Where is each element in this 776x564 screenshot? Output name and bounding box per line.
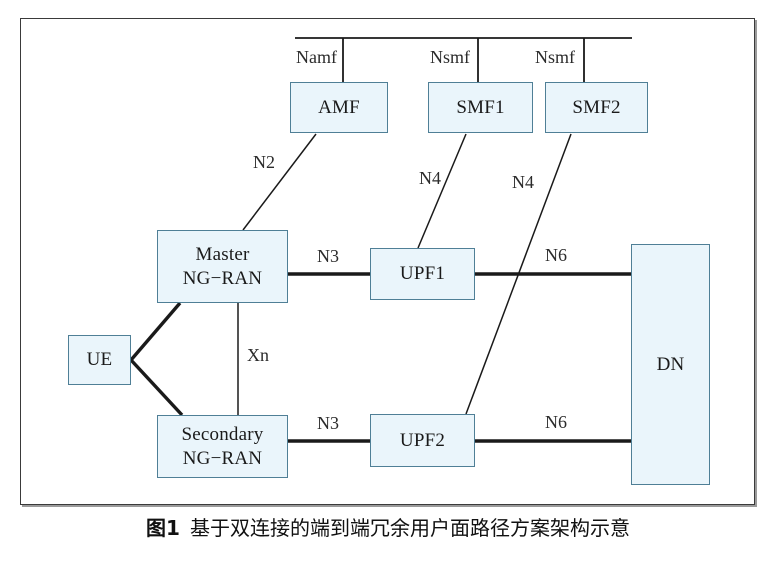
node-amf[interactable]: AMF [290,82,388,133]
edge-label-n6-upf2: N6 [545,412,567,432]
node-smf2[interactable]: SMF2 [545,82,648,133]
edge-label-n4-upf2: N4 [512,172,534,192]
node-secondary-ng-ran[interactable]: Secondary NG−RAN [157,415,288,478]
node-secondary-ng-ran-label-line1: Secondary [181,424,264,446]
node-upf2-label: UPF2 [399,429,446,451]
node-upf2[interactable]: UPF2 [370,414,475,467]
edge-label-n6-upf1: N6 [545,245,567,265]
link-n2 [242,133,317,231]
edge-label-n2: N2 [253,152,275,172]
node-master-ng-ran-label-line1: Master [195,244,250,266]
node-smf2-label: SMF2 [572,96,621,118]
node-ue[interactable]: UE [68,335,131,385]
bus-label-nsmf2: Nsmf [535,47,575,67]
node-ue-label: UE [86,349,113,371]
node-upf1-label: UPF1 [399,263,446,285]
bus-label-nsmf1: Nsmf [430,47,470,67]
node-master-ng-ran-label-line2: NG−RAN [182,267,263,289]
node-master-ng-ran[interactable]: Master NG−RAN [157,230,288,303]
node-amf-label: AMF [318,96,360,118]
node-dn[interactable]: DN [631,244,710,485]
edge-label-n4-upf1: N4 [419,168,441,188]
node-upf1[interactable]: UPF1 [370,248,475,300]
diagram-links-layer [129,37,632,443]
figure-caption-text: 基于双连接的端到端冗余用户面路径方案架构示意 [189,516,630,540]
node-smf1-label: SMF1 [456,96,505,118]
link-n4-upf1 [417,133,467,249]
edge-label-n3-secondary: N3 [317,413,339,433]
node-smf1[interactable]: SMF1 [428,82,533,133]
link-ue-master [129,301,182,362]
figure-caption: 图1 基于双连接的端到端冗余用户面路径方案架构示意 [0,512,776,541]
edge-label-xn: Xn [247,345,269,365]
node-dn-label: DN [656,353,685,375]
link-ue-secondary [129,358,184,417]
node-secondary-ng-ran-label-line2: NG−RAN [182,447,263,469]
figure-caption-number: 图1 [146,516,180,540]
bus-label-namf: Namf [296,47,337,67]
edge-label-n3-master: N3 [317,246,339,266]
